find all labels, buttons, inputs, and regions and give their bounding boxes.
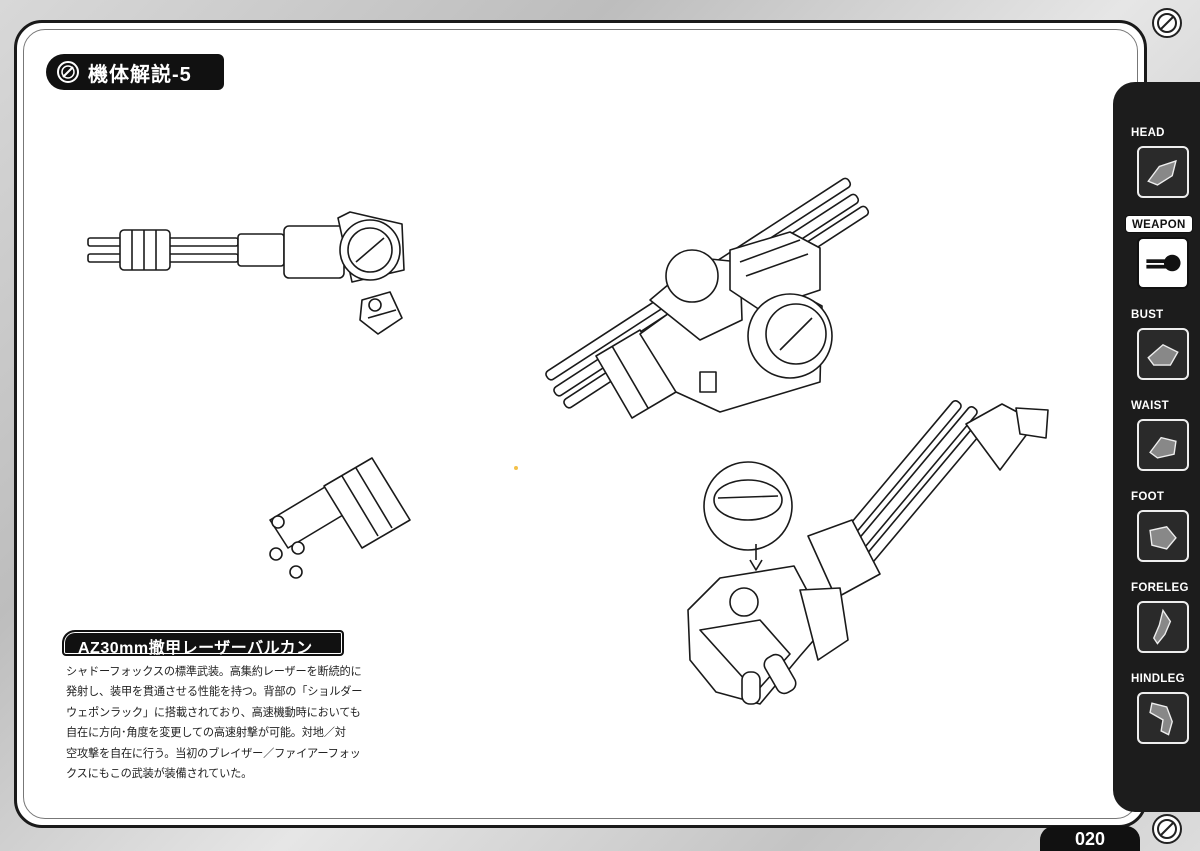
tab-bust[interactable]: BUST <box>1125 306 1199 390</box>
gear-icon <box>57 61 79 83</box>
description-line: シャドーフォックスの標準武装。高集約レーザーを断続的に <box>66 665 362 678</box>
foreleg-icon <box>1137 601 1189 653</box>
section-header: 機体解説-5 <box>46 54 224 90</box>
head-icon <box>1137 146 1189 198</box>
tab-hindleg[interactable]: HINDLEG <box>1125 670 1199 754</box>
tab-waist[interactable]: WAIST <box>1125 397 1199 481</box>
tab-foot[interactable]: FOOT <box>1125 488 1199 572</box>
tab-label: HEAD <box>1131 127 1165 139</box>
tab-label: WEAPON <box>1125 215 1193 233</box>
gear-icon <box>1152 814 1182 844</box>
weapon-illustration <box>87 177 1049 705</box>
tab-foreleg[interactable]: FORELEG <box>1125 579 1199 663</box>
page-title: 機体解説-5 <box>88 63 192 86</box>
description-line: 自在に方向･角度を変更しての高速射撃が可能。対地／対 <box>66 726 346 740</box>
tab-label: FORELEG <box>1131 582 1189 594</box>
bust-icon <box>1137 328 1189 380</box>
waist-icon <box>1137 419 1189 471</box>
weapon-icon <box>1137 237 1189 289</box>
tab-head[interactable]: HEAD <box>1125 124 1199 208</box>
hindleg-icon <box>1137 692 1189 744</box>
weapon-description: シャドーフォックスの標準武装。高集約レーザーを断続的に 発射し、装甲を貫通させる… <box>66 662 363 784</box>
tab-label: BUST <box>1131 309 1164 321</box>
tab-label: FOOT <box>1131 491 1165 503</box>
description-line: 発射し、装甲を貫通させる性能を持つ。背部の「ショルダー <box>66 685 363 699</box>
page-number: 020 <box>1040 826 1140 851</box>
gear-icon <box>1152 8 1182 38</box>
description-line: ウェポンラック」に搭載されており、高速機動時においても <box>66 705 361 719</box>
description-line: 空攻撃を自在に行う。当初のブレイザー／ファイアーフォッ <box>66 746 361 760</box>
weapon-name: AZ30mm撤甲レーザーバルカン <box>78 640 313 657</box>
foot-icon <box>1137 510 1189 562</box>
weapon-name-banner: AZ30mm撤甲レーザーバルカン <box>62 630 344 657</box>
tab-label: HINDLEG <box>1131 673 1185 685</box>
description-line: クスにもこの武装が装備されていた。 <box>66 767 253 781</box>
tab-weapon[interactable]: WEAPON <box>1125 215 1199 299</box>
part-tab-sidebar: HEAD WEAPON BUST WAIST FOOT FORELEG <box>1113 82 1200 812</box>
tab-label: WAIST <box>1131 400 1169 412</box>
